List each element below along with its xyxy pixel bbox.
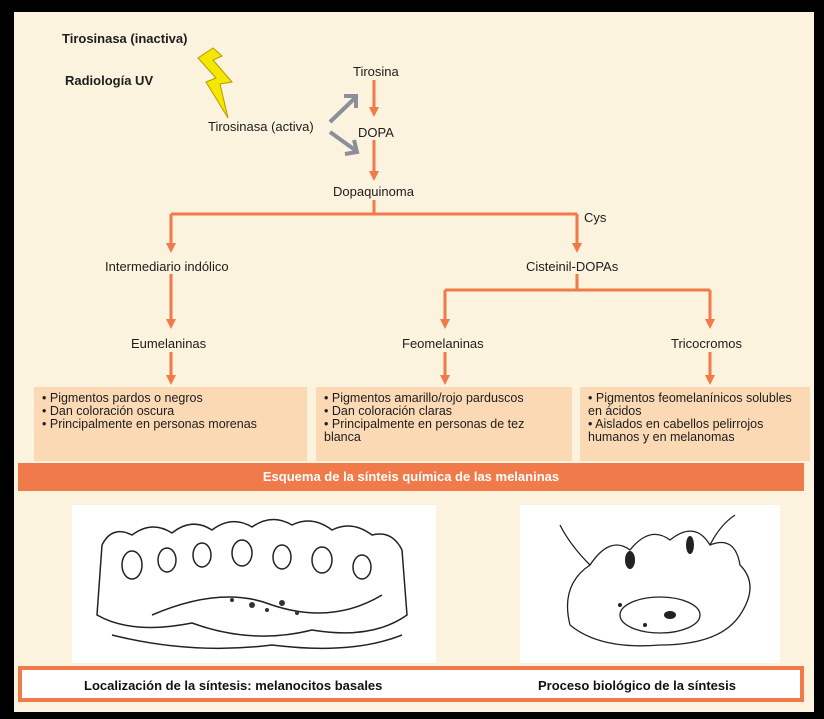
dopaquinone-label: Dopaquinoma	[333, 184, 414, 199]
tyrosine-label: Tirosina	[353, 64, 399, 79]
inactive-tyrosinase-label: Tirosinasa (inactiva)	[62, 31, 188, 46]
caption-bar: Localización de la síntesis: melanocitos…	[18, 666, 804, 702]
caption-biological-process: Proceso biológico de la síntesis	[538, 678, 736, 693]
info-bullet: Pigmentos amarillo/rojo parduscos	[324, 392, 564, 405]
indolic-intermediate-label: Intermediario indólico	[105, 259, 229, 274]
enzyme-arrow-down	[328, 130, 357, 152]
info-bullet: Aislados en cabellos pelirrojos humanos …	[588, 418, 802, 444]
caption-localization: Localización de la síntesis: melanocitos…	[84, 678, 383, 693]
cell-sketch	[96, 518, 408, 650]
trichrome-info-box: Pigmentos feomelanínicos solubles en áci…	[580, 387, 810, 461]
info-bullet: Principalmente en personas de tez blanca	[324, 418, 564, 444]
trichromes-label: Tricocromos	[671, 336, 743, 351]
basal-melanocytes-image	[72, 505, 436, 663]
diagram-title-banner: Esquema de la sínteis química de las mel…	[18, 463, 804, 491]
cys-label: Cys	[584, 210, 607, 225]
enzyme-arrow-up	[328, 96, 357, 124]
pheomelanins-label: Feomelaninas	[402, 336, 484, 351]
info-bullet: Dan coloración claras	[324, 405, 564, 418]
uv-radiation-label: Radiología UV	[65, 73, 154, 88]
cysteinyl-dopa-label: Cisteinil-DOPAs	[526, 259, 619, 274]
info-bullet: Pigmentos feomelanínicos solubles en áci…	[588, 392, 802, 418]
eumelanin-info-box: Pigmentos pardos o negrosDan coloración …	[34, 387, 307, 461]
pheomelanin-info-box: Pigmentos amarillo/rojo parduscosDan col…	[316, 387, 572, 461]
info-bullet: Principalmente en personas morenas	[42, 418, 299, 431]
eumelanins-label: Eumelaninas	[131, 336, 207, 351]
info-bullet: Dan coloración oscura	[42, 405, 299, 418]
lightning-bolt-icon	[197, 47, 233, 119]
melanocyte-sketch	[559, 514, 751, 647]
dopa-label: DOPA	[358, 125, 394, 140]
biological-process-image	[520, 505, 780, 663]
info-bullet: Pigmentos pardos o negros	[42, 392, 299, 405]
active-tyrosinase-label: Tirosinasa (activa)	[208, 119, 314, 134]
